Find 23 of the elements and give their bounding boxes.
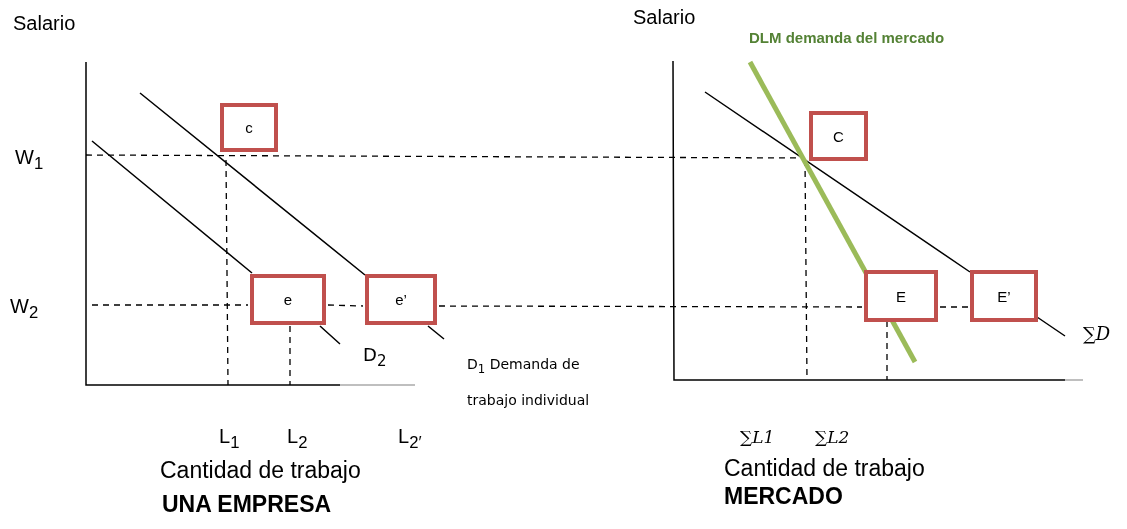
quantity-label: ∑L1 (740, 428, 775, 447)
panel-title: UNA EMPRESA (162, 492, 332, 518)
curve-label: D$_{1}$ Demanda de trabajo individual (467, 355, 591, 411)
point-box: e’ (365, 274, 437, 325)
axis-title: Salario (13, 12, 76, 34)
quantity-label: L$_{1}$ (219, 425, 240, 453)
curve-label: DLM demanda del mercado (749, 30, 945, 47)
point-box: e (250, 274, 326, 325)
axis-title: Cantidad de trabajo (160, 458, 361, 484)
point-box: C (809, 111, 868, 161)
panel-title: MERCADO (724, 484, 843, 510)
curve-label: D$_{2}$ (363, 345, 387, 370)
wage-label: W$_{1}$ (15, 146, 44, 174)
quantity-label: L$_{2′}$ (398, 425, 422, 453)
wage-label: W$_{2}$ (10, 295, 39, 323)
quantity-label: ∑L2 (815, 428, 850, 447)
axis-title: Salario (633, 6, 696, 28)
curve-label: ∑D (1083, 324, 1111, 344)
point-box: E’ (970, 270, 1038, 322)
axis-title: Cantidad de trabajo (724, 456, 925, 482)
point-box: E (864, 270, 938, 322)
point-box: c (220, 103, 278, 152)
quantity-label: L$_{2}$ (287, 425, 308, 453)
